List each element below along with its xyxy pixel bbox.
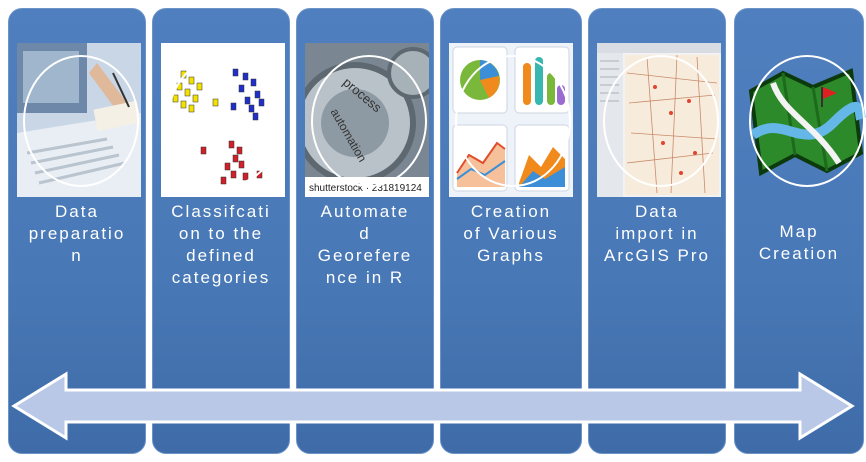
chart-icons-image	[449, 43, 573, 197]
step-1-label: Data preparatio n	[28, 202, 126, 265]
step-3-label: Automate d Georefere nce in R	[317, 202, 413, 287]
step-4-label: Creation of Various Graphs	[463, 202, 559, 265]
process-automation-image: process automation shutterstock · 231819…	[305, 43, 429, 197]
scatter-categories-image	[161, 43, 285, 197]
step-4-panel: Creation of Various Graphs	[440, 8, 582, 454]
step-3-panel: process automation shutterstock · 231819…	[296, 8, 434, 454]
step-6-panel: Map Creation	[734, 8, 866, 454]
step-5-label: Data import in ArcGIS Pro	[604, 202, 710, 265]
gis-map-image	[597, 43, 721, 197]
laptop-writing-image	[17, 43, 141, 197]
step-1-panel: Data preparatio n	[8, 8, 146, 454]
step-2-panel: Classifcati on to the defined categories	[152, 8, 290, 454]
step-2-label: Classifcati on to the defined categories	[171, 202, 271, 287]
step-6-label: Map Creation	[758, 222, 840, 263]
stock-watermark: shutterstock · 231819124	[309, 183, 422, 194]
map-icon	[743, 43, 866, 197]
